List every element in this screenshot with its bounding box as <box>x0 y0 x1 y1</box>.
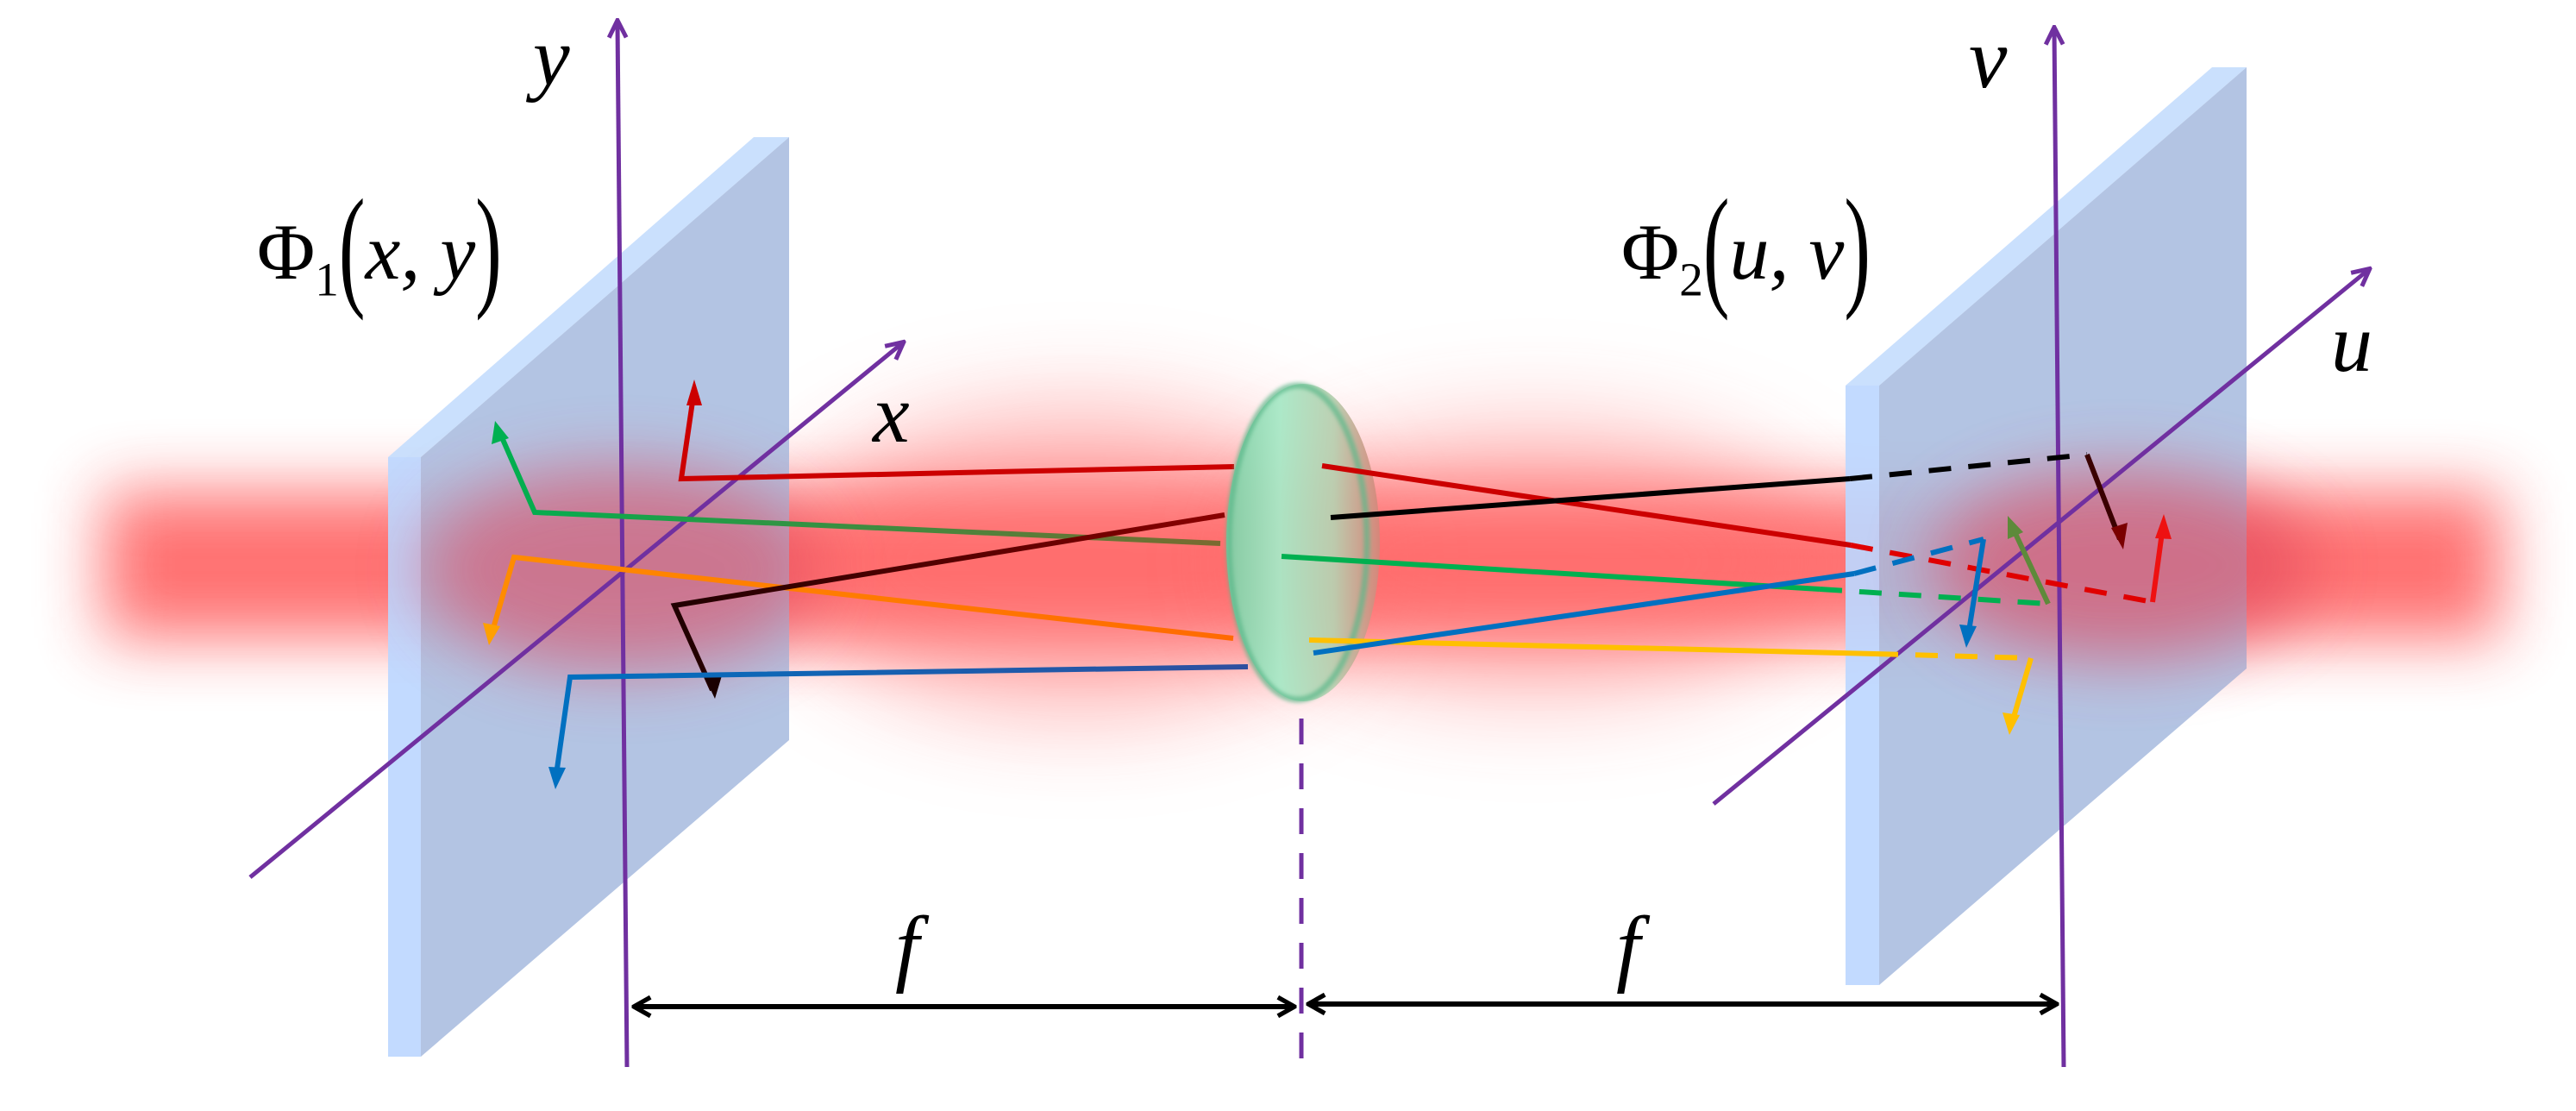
ray-orange-in <box>489 554 1234 641</box>
ray-red-in <box>678 389 1235 482</box>
ray-green-in <box>496 428 1221 546</box>
ray-red-in-head <box>686 380 702 405</box>
input-rays <box>483 380 1249 789</box>
open-paren: ( <box>1702 171 1730 322</box>
ray-darkred-in-head <box>705 673 723 699</box>
output-rays <box>1281 452 2172 735</box>
input-plane-args: x, y <box>365 208 476 296</box>
phi-symbol: Φ <box>1621 208 1680 296</box>
focal-length-right-label: f <box>1616 899 1640 995</box>
phi-subscript: 2 <box>1679 253 1703 306</box>
x-axis <box>248 343 902 879</box>
v-axis-label: v <box>1969 10 2008 106</box>
y-axis-label: y <box>533 10 570 103</box>
phi-subscript: 1 <box>315 253 339 306</box>
close-paren: ) <box>475 171 502 322</box>
open-paren: ( <box>338 171 366 322</box>
output-plane-label: Φ2(u, v) <box>1621 179 1871 313</box>
x-axis-label: x <box>873 367 910 460</box>
lens <box>1225 382 1380 703</box>
input-plane-label: Φ1(x, y) <box>257 179 502 313</box>
focal-length-left-label: f <box>895 899 919 995</box>
v-axis <box>2054 29 2066 1068</box>
u-axis-label: u <box>2331 297 2372 389</box>
ray-darkred-in <box>670 512 1225 692</box>
ray-green-in-head <box>492 421 509 444</box>
output-axes <box>1712 29 2368 1068</box>
input-axes <box>248 22 902 1068</box>
ray-blue-in <box>553 664 1249 781</box>
y-axis <box>617 22 630 1068</box>
phi-symbol: Φ <box>257 208 316 296</box>
ray-blue-in-head <box>548 767 566 789</box>
output-plane-args: u, v <box>1729 208 1845 296</box>
u-axis <box>1712 270 2368 806</box>
close-paren: ) <box>1844 171 1871 322</box>
ray-orange-in-head <box>483 623 500 645</box>
focal-dimensions <box>634 1004 2057 1007</box>
